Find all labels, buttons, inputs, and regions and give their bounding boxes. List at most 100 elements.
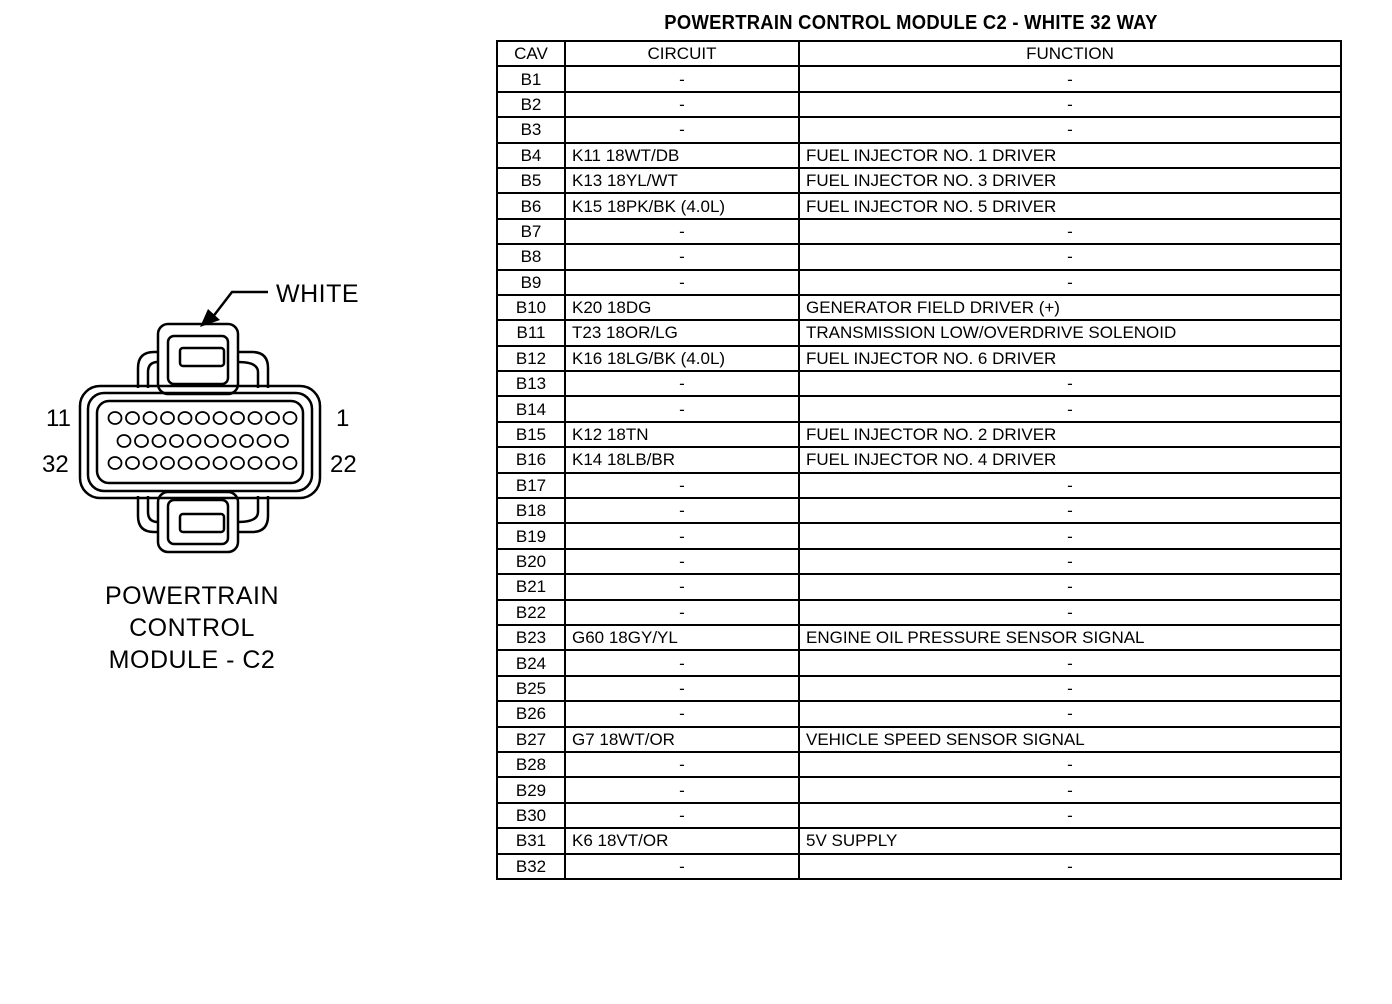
- cell-circuit: -: [564, 547, 800, 576]
- pin-cavity: [230, 411, 245, 425]
- cell-function: FUEL INJECTOR NO. 6 DRIVER: [798, 344, 1342, 373]
- cell-circuit: -: [564, 649, 800, 677]
- pin-cavity: [186, 434, 202, 448]
- cell-function: -: [798, 65, 1342, 93]
- pin-cavity: [247, 456, 263, 470]
- pin-cavity: [160, 411, 175, 425]
- table-row: B18--: [496, 497, 1342, 525]
- pin-cavity: [177, 411, 193, 425]
- cell-function: VEHICLE SPEED SENSOR SIGNAL: [798, 725, 1342, 753]
- cell-function: -: [798, 573, 1342, 601]
- table-row: B28--: [496, 750, 1342, 779]
- cell-cav: B6: [496, 192, 566, 220]
- cell-circuit: -: [564, 395, 800, 423]
- table-row: B26--: [496, 700, 1342, 728]
- table-row: B3--: [496, 116, 1342, 144]
- cell-cav: B13: [496, 370, 566, 398]
- cell-function: -: [798, 852, 1342, 880]
- cell-function: -: [798, 370, 1342, 398]
- table-row: B9--: [496, 268, 1342, 296]
- cell-function: FUEL INJECTOR NO. 3 DRIVER: [798, 166, 1342, 195]
- cell-circuit: G60 18GY/YL: [564, 623, 800, 652]
- cell-circuit: -: [564, 471, 800, 500]
- cell-function: -: [798, 522, 1342, 550]
- pin-label-bottom-right: 22: [330, 451, 357, 478]
- cell-circuit: K13 18YL/WT: [564, 166, 800, 195]
- cell-circuit: K15 18PK/BK (4.0L): [564, 192, 800, 220]
- cell-circuit: -: [564, 268, 800, 296]
- cell-function: -: [798, 776, 1342, 804]
- pin-cavity: [169, 434, 184, 448]
- cell-cav: B29: [496, 776, 566, 804]
- pin-cavity: [160, 456, 175, 470]
- callout-arrowhead: [200, 309, 220, 327]
- cell-cav: B25: [496, 674, 566, 703]
- cell-circuit: -: [564, 700, 800, 728]
- cell-cav: B31: [496, 827, 566, 855]
- cell-function: -: [798, 471, 1342, 500]
- table-row: B21--: [496, 573, 1342, 601]
- cell-circuit: T23 18OR/LG: [564, 319, 800, 347]
- header-function: FUNCTION: [798, 39, 1342, 68]
- cell-function: -: [798, 268, 1342, 296]
- cell-function: FUEL INJECTOR NO. 1 DRIVER: [798, 141, 1342, 169]
- pin-cavity: [239, 434, 254, 448]
- header-cav: CAV: [496, 39, 566, 68]
- cell-function: ENGINE OIL PRESSURE SENSOR SIGNAL: [798, 623, 1342, 652]
- pin-cavity: [125, 456, 140, 470]
- pin-cavity: [107, 456, 123, 470]
- table-row: B19--: [496, 522, 1342, 550]
- cell-circuit: -: [564, 522, 800, 550]
- cell-cav: B28: [496, 750, 566, 779]
- cell-cav: B3: [496, 116, 566, 144]
- pin-cavity: [151, 434, 167, 448]
- cell-function: -: [798, 116, 1342, 144]
- cell-circuit: G7 18WT/OR: [564, 725, 800, 753]
- pin-cavity: [221, 434, 237, 448]
- pin-cavity: [265, 456, 280, 470]
- cell-function: -: [798, 700, 1342, 728]
- connector-caption-line-2: CONTROL: [129, 614, 255, 642]
- cell-circuit: -: [564, 370, 800, 398]
- pin-cavity: [195, 456, 210, 470]
- cell-function: FUEL INJECTOR NO. 4 DRIVER: [798, 446, 1342, 474]
- cell-circuit: K12 18TN: [564, 420, 800, 449]
- cell-cav: B8: [496, 243, 566, 271]
- cell-cav: B4: [496, 141, 566, 169]
- connector-color-label: WHITE: [276, 280, 359, 308]
- cell-cav: B2: [496, 90, 566, 119]
- cell-cav: B22: [496, 598, 566, 626]
- pin-cavity: [247, 411, 263, 425]
- cell-cav: B18: [496, 497, 566, 525]
- cell-cav: B27: [496, 725, 566, 753]
- cell-cav: B12: [496, 344, 566, 373]
- pin-cavity: [125, 411, 140, 425]
- pin-cavity-grid: [107, 411, 298, 470]
- cell-function: -: [798, 750, 1342, 779]
- cell-circuit: -: [564, 243, 800, 271]
- pin-label-bottom-left: 32: [42, 451, 69, 478]
- cell-circuit: -: [564, 90, 800, 119]
- pin-cavity: [142, 456, 158, 470]
- cell-function: -: [798, 90, 1342, 119]
- cell-cav: B5: [496, 166, 566, 195]
- cell-cav: B21: [496, 573, 566, 601]
- cell-function: TRANSMISSION LOW/OVERDRIVE SOLENOID: [798, 319, 1342, 347]
- table-row: B8--: [496, 243, 1342, 271]
- cell-circuit: -: [564, 65, 800, 93]
- table-row: B2--: [496, 90, 1342, 119]
- table-row: B17--: [496, 471, 1342, 500]
- cell-circuit: -: [564, 217, 800, 246]
- cell-function: -: [798, 649, 1342, 677]
- table-row: B32--: [496, 852, 1342, 880]
- cell-function: -: [798, 547, 1342, 576]
- cell-cav: B10: [496, 293, 566, 322]
- pin-cavity: [134, 434, 149, 448]
- cell-function: -: [798, 801, 1342, 830]
- table-title: POWERTRAIN CONTROL MODULE C2 - WHITE 32 …: [664, 12, 1158, 34]
